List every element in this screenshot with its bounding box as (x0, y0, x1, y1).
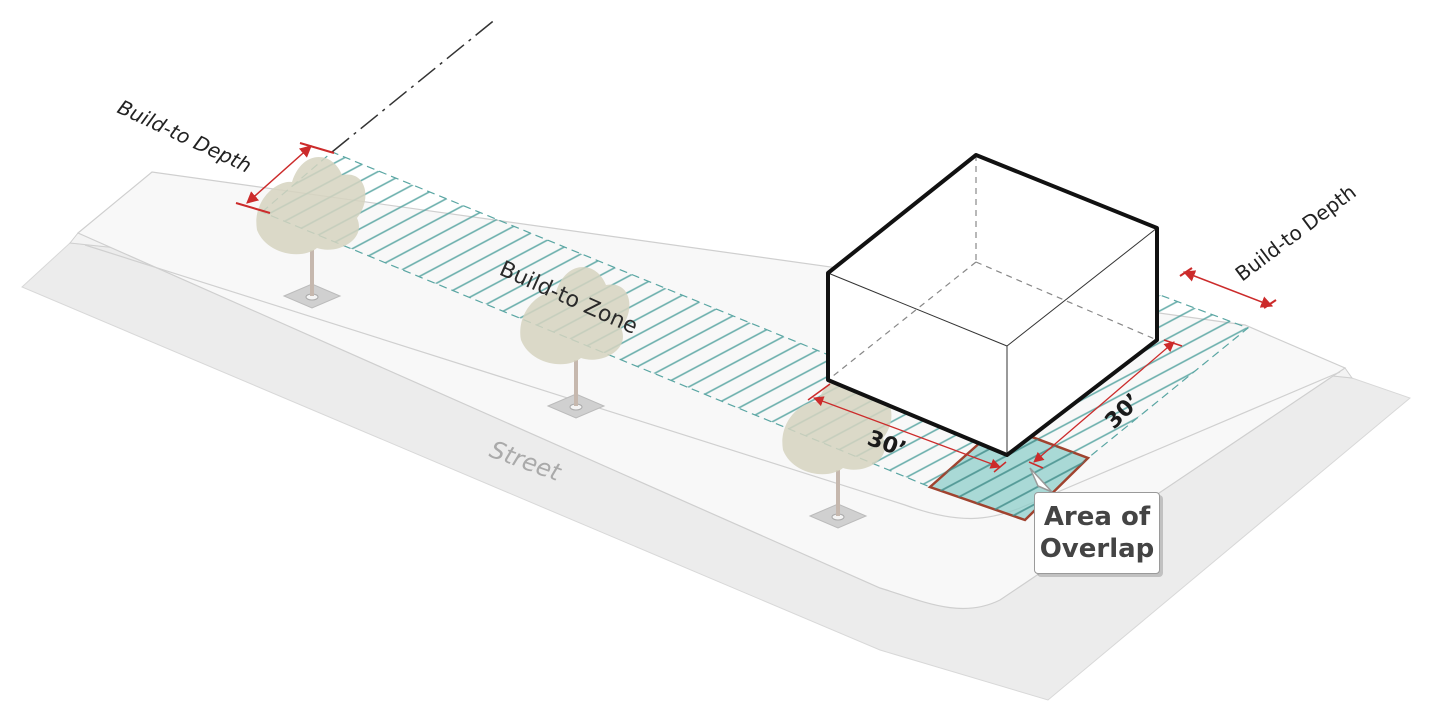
callout-pointer (1029, 467, 1053, 493)
area-of-overlap-callout: Area of Overlap (1034, 492, 1160, 574)
dimension-30ft-front (807, 383, 1007, 473)
dimension-build-to-depth-left (235, 142, 335, 214)
dimension-build-to-depth-right (1179, 267, 1277, 309)
callout-line-1: Area of (1043, 502, 1151, 532)
label-build-to-depth-right: Build-to Depth (1231, 180, 1361, 286)
tree-icon (520, 267, 630, 419)
dimension-30ft-side (1028, 339, 1183, 469)
callout-line-2: Overlap (1039, 534, 1155, 564)
tree-icon (256, 157, 366, 309)
label-build-to-depth-left: Build-to Depth (114, 95, 255, 178)
property-line (331, 17, 498, 153)
